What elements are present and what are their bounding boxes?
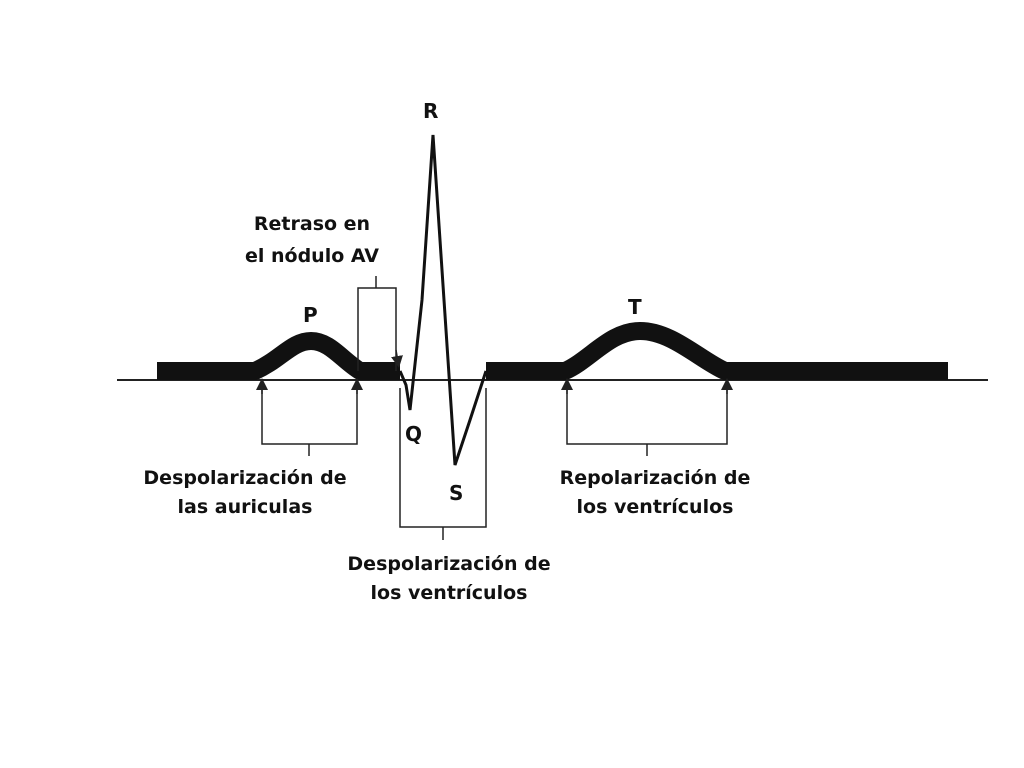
ventricular-repolarization-label-line1: Repolarización de xyxy=(560,467,751,489)
q-wave-label: Q xyxy=(405,422,422,446)
p-wave-label: P xyxy=(303,303,318,327)
ventricular-repolarization-bracket xyxy=(566,388,728,445)
atrial-depolarization-label-line1: Despolarización de xyxy=(143,467,346,489)
r-wave-label: R xyxy=(423,99,438,123)
av-delay-bracket xyxy=(357,287,397,371)
ecg-qrs-complex xyxy=(398,134,488,466)
ecg-trace-p-segment xyxy=(157,332,400,380)
atrial-depolarization-label-line2: las auriculas xyxy=(178,496,313,518)
ventricular-depolarization-label-line2: los ventrículos xyxy=(371,582,528,604)
av-delay-label-line1: Retraso en xyxy=(254,213,370,235)
av-delay-label-line2: el nódulo AV xyxy=(245,245,379,267)
av-delay-arrow xyxy=(391,349,403,368)
s-wave-label: S xyxy=(449,481,463,505)
t-wave-label: T xyxy=(628,295,642,319)
ventricular-depolarization-label-line1: Despolarización de xyxy=(347,553,550,575)
ecg-trace-t-segment xyxy=(486,322,948,380)
atrial-depolarization-bracket xyxy=(261,388,358,445)
ventricular-repolarization-label-line2: los ventrículos xyxy=(577,496,734,518)
